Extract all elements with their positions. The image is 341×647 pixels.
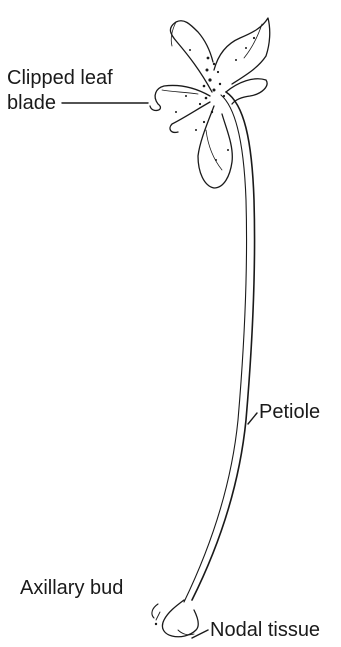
label-nodal-tissue: Nodal tissue [210, 618, 320, 642]
leader-lines [62, 103, 257, 638]
axillary-bud-shape [152, 604, 160, 625]
label-petiole: Petiole [259, 400, 320, 424]
label-clipped-leaf: Clipped leaf [7, 66, 113, 90]
petiole-stalk [184, 92, 255, 602]
label-blade: blade [7, 91, 56, 115]
nodal-tissue-shape [162, 600, 198, 637]
label-axillary-bud: Axillary bud [20, 576, 123, 600]
leader-line-petiole [248, 413, 257, 424]
